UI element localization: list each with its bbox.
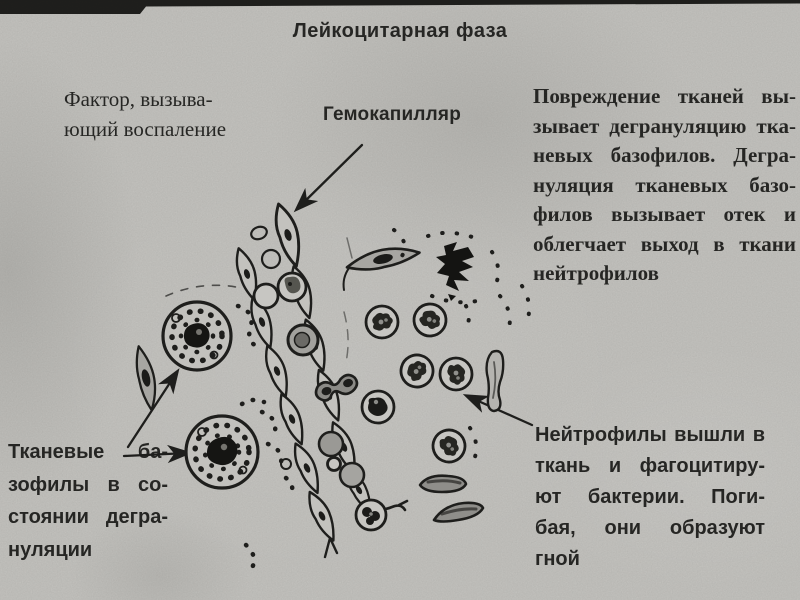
- granule: [280, 458, 292, 470]
- arrow-to-neutrophils: [462, 394, 534, 427]
- scan-edge-artifact: [0, 0, 800, 14]
- released-granules: [235, 303, 295, 571]
- dashed-contour: [165, 284, 237, 297]
- neutrophil-dark: [360, 389, 396, 425]
- tissue-basophil-1: [161, 300, 233, 372]
- leukocyte-cell: [276, 271, 308, 303]
- neutrophils-in-tissue: [360, 296, 474, 468]
- neutrophil-in-capillary: [354, 498, 388, 532]
- neutrophil-diapedesis: [314, 373, 359, 402]
- bacteria-cluster: [436, 242, 474, 301]
- arrow-to-basophil-2: [122, 444, 193, 464]
- hemocapillary-wall-left: [230, 244, 343, 559]
- fibroblast-tail: [342, 267, 350, 291]
- erythrocyte-crescents: [418, 474, 485, 523]
- shaded-ring-cell: [286, 323, 320, 357]
- erythrocyte-cell: [317, 430, 345, 458]
- blood-cells-in-capillary: [250, 225, 388, 532]
- erythrocyte-cell: [338, 461, 366, 489]
- tissue-basophil-2: [184, 414, 260, 490]
- wall-frayed-end: [323, 536, 339, 559]
- scattered-bacteria: [392, 228, 532, 462]
- sketch-lines: [343, 237, 353, 363]
- dying-cell: [485, 349, 505, 413]
- arrow-hemocapillary: [293, 143, 364, 213]
